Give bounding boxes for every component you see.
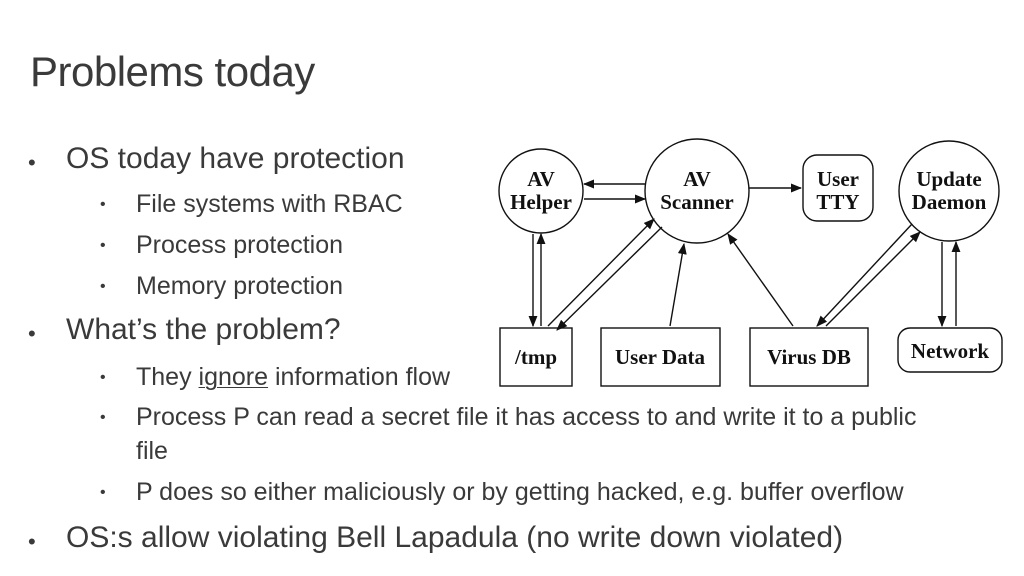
label-virus-db: Virus DB <box>767 345 851 369</box>
arrow-virusdb-to-daemon <box>825 231 921 327</box>
ignore-emphasis: ignore <box>198 363 269 391</box>
node-user-tty <box>802 154 874 222</box>
node-user-data <box>600 327 721 387</box>
label-network: Network <box>911 339 989 363</box>
bullet-dot: • <box>28 150 36 175</box>
node-virus-db <box>749 327 869 387</box>
bullet-dot: • <box>28 529 36 554</box>
slide-title: Problems today <box>30 48 315 95</box>
bullet-dot: • <box>28 321 36 346</box>
label-av-helper-1: AV <box>527 167 555 191</box>
arrow-virusdb-to-scanner <box>727 233 794 327</box>
node-update-daemon <box>898 140 1000 242</box>
sub-bullet-rbac: File systems with RBAC <box>136 190 403 218</box>
sub-bullet-dot: • <box>100 484 106 501</box>
arrow-daemon-to-virusdb <box>816 223 913 327</box>
sub-bullet-ignore-flow: They ignore information flow <box>136 363 450 392</box>
bullet-os-protection: OS today have protection <box>66 142 405 175</box>
ignore-pre: They <box>136 363 199 391</box>
node-tmp <box>499 327 573 387</box>
sub-bullet-dot: • <box>100 196 106 213</box>
sub-bullet-maliciously: P does so either maliciously or by getti… <box>136 478 904 506</box>
arrow-userdata-to-scanner <box>669 242 687 327</box>
label-update-daemon-2: Daemon <box>912 190 987 214</box>
sub-bullet-dot: • <box>100 237 106 254</box>
arrow-scanner-to-tmp <box>556 226 663 331</box>
sub-bullet-memory-protection: Memory protection <box>136 272 344 300</box>
node-av-scanner <box>644 138 750 244</box>
label-user-data: User Data <box>615 345 706 369</box>
sub-bullet-process-p-line2: file <box>136 437 168 465</box>
sub-bullet-dot: • <box>100 278 106 295</box>
label-tmp: /tmp <box>514 345 557 369</box>
label-user-tty-2: TTY <box>816 190 859 214</box>
label-av-scanner-1: AV <box>683 167 711 191</box>
ignore-post: information flow <box>268 363 451 391</box>
label-update-daemon-1: Update <box>916 167 981 191</box>
sub-bullet-dot: • <box>100 409 106 426</box>
bullet-whats-the-problem: What’s the problem? <box>66 313 341 346</box>
bullet-bell-lapadula: OS:s allow violating Bell Lapadula (no w… <box>66 521 844 554</box>
label-user-tty-1: User <box>817 167 859 191</box>
arrow-tmp-to-scanner <box>547 218 655 327</box>
sub-bullet-process-protection: Process protection <box>136 231 344 259</box>
label-av-scanner-2: Scanner <box>660 190 734 214</box>
label-av-helper-2: Helper <box>510 190 572 214</box>
node-network <box>897 327 1003 373</box>
sub-bullet-dot: • <box>100 369 106 386</box>
sub-bullet-process-p-line1: Process P can read a secret file it has … <box>136 403 917 431</box>
